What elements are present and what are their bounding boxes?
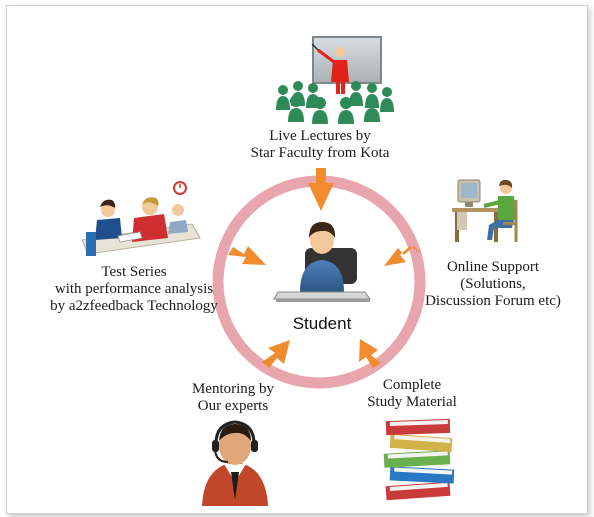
label-study-material-line1: Complete xyxy=(382,377,442,393)
label-live-lectures-line1: Live Lectures by xyxy=(269,128,371,144)
computer-user-icon xyxy=(452,179,518,242)
label-test-series: Test Series with performance analysis by… xyxy=(34,264,234,315)
label-mentoring-line2: Our experts xyxy=(197,398,269,414)
label-online-support-line3: Discussion Forum etc) xyxy=(425,293,561,309)
label-live-lectures: Live Lectures by Star Faculty from Kota xyxy=(240,128,400,162)
arrow-from-support xyxy=(384,246,420,266)
label-mentoring: Mentoring by Our experts xyxy=(178,381,288,415)
label-study-material-line2: Study Material xyxy=(367,394,457,410)
exam-students-icon xyxy=(81,181,201,256)
arrow-from-material xyxy=(359,339,381,368)
label-test-series-line1: Test Series xyxy=(101,264,167,280)
arrow-from-mentoring xyxy=(262,340,290,368)
arrow-from-lectures xyxy=(308,168,334,211)
lecture-room-icon xyxy=(276,36,394,124)
label-online-support-line2: (Solutions, xyxy=(460,276,526,292)
label-test-series-line2: with performance analysis xyxy=(54,281,214,297)
label-study-material: Complete Study Material xyxy=(352,377,472,411)
label-online-support: Online Support (Solutions, Discussion Fo… xyxy=(412,259,574,310)
label-online-support-line1: Online Support xyxy=(446,259,540,275)
label-mentoring-line1: Mentoring by xyxy=(191,381,275,397)
book-stack-icon xyxy=(383,418,455,501)
center-label: Student xyxy=(292,314,352,333)
arrow-from-tests xyxy=(228,246,266,265)
student-icon xyxy=(273,222,371,302)
label-live-lectures-line2: Star Faculty from Kota xyxy=(250,145,390,161)
headset-expert-icon xyxy=(202,420,268,506)
label-test-series-line3: by a2zfeedback Technology xyxy=(50,298,218,314)
